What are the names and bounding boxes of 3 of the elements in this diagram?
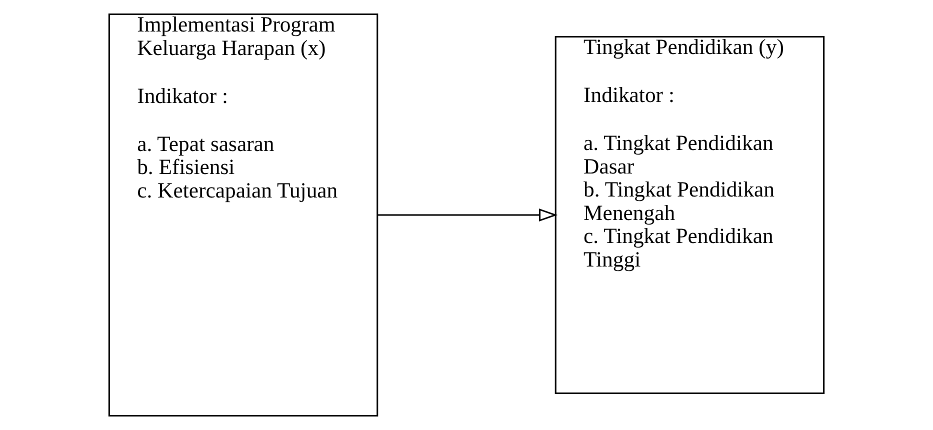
node-box: Tingkat Pendidikan (y) Indikator : a. Tingkat Pendidikan Dasar b. Tingkat Pendidikan Menengah c. Tingkat Pendidikan Tinggi: [554, 36, 825, 394]
node-box: Implementasi Program Keluarga Harapan (x) Indikator : a. Tepat sasaran b. Efisiensi c. Ketercapaian Tujuan: [108, 13, 378, 417]
arrow: [378, 208, 558, 222]
